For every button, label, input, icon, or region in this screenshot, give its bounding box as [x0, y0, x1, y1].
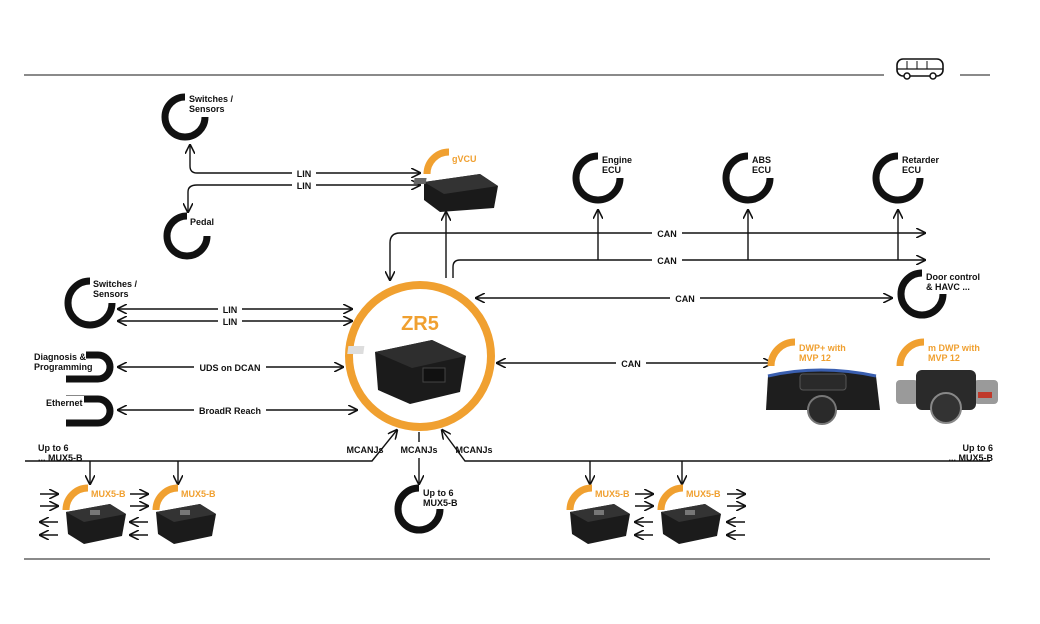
door-control-node: Door control& HAVC ...	[897, 269, 980, 319]
node-ring-icon	[566, 484, 593, 511]
lin-label: LIN	[223, 305, 238, 315]
switches-sensors-node-top: Switches /Sensors	[161, 93, 234, 141]
node-ring-icon	[423, 148, 450, 175]
can-label: CAN	[675, 294, 695, 304]
mux-device-icon	[570, 504, 630, 544]
node-label: MUX5-B	[686, 489, 721, 499]
node-label: Diagnosis &Programming	[34, 352, 93, 372]
hub-label: ZR5	[401, 313, 439, 335]
diagnosis-node: Diagnosis &Programming	[24, 351, 114, 383]
node-ring-icon	[161, 93, 209, 141]
node-label: Ethernet	[46, 398, 83, 408]
node-label: Switches /Sensors	[93, 279, 138, 299]
node-label: MUX5-B	[91, 489, 126, 499]
mux-module-left-2: MUX5-B	[152, 484, 216, 544]
node-label: Door control& HAVC ...	[926, 272, 980, 292]
node-ring-icon	[657, 484, 684, 511]
node-label: MUX5-B	[595, 489, 630, 499]
node-label: MUX5-B	[181, 489, 216, 499]
node-ring-icon	[872, 152, 924, 204]
mux-device-icon	[156, 504, 216, 544]
node-label: gVCU	[452, 154, 477, 164]
link-labels: LIN LIN CAN CAN CAN CAN LIN LIN UDS on D…	[194, 168, 700, 455]
ethernet-node: Ethernet	[40, 395, 114, 427]
mcanj-right-bus	[442, 430, 990, 462]
node-label: Pedal	[190, 217, 214, 227]
node-label: Up to 6... MUX5-B	[38, 443, 83, 463]
can-label: CAN	[657, 256, 677, 266]
node-label: Switches /Sensors	[189, 94, 234, 114]
lin-label: LIN	[297, 181, 312, 191]
mux-right-group-label: Up to 6... MUX5-B	[948, 443, 993, 463]
mux-right-io-arrows	[635, 494, 745, 535]
uds-label: UDS on DCAN	[200, 363, 261, 373]
mux-module-left-1: MUX5-B	[62, 484, 126, 544]
mcanjs-label-center: MCANJs	[400, 445, 437, 455]
lin-link-switches-gvcu	[190, 145, 420, 173]
node-ring-icon	[896, 338, 925, 367]
dashboard-icon	[896, 370, 998, 424]
mux-device-icon	[66, 504, 126, 544]
can-bus-lower	[452, 260, 925, 278]
mux-left-group-label: Up to 6... MUX5-B	[38, 443, 83, 463]
lin-label: LIN	[223, 317, 238, 327]
gvcu-device-icon	[413, 174, 498, 212]
mcanj-left-bus	[25, 430, 397, 462]
node-ring-icon	[897, 269, 947, 319]
bus-icon	[896, 58, 944, 80]
can-bus-upper	[390, 233, 925, 280]
node-ring-icon	[767, 338, 796, 367]
connector-icon	[66, 351, 114, 383]
mux-device-icon	[661, 504, 721, 544]
mux-module-right-2: MUX5-B	[657, 484, 721, 544]
node-ring-icon	[722, 152, 774, 204]
mux-module-right-1: MUX5-B	[566, 484, 630, 544]
zr5-hub: ZR5	[345, 281, 495, 431]
broadr-label: BroadR Reach	[199, 406, 261, 416]
mcanjs-label-left: MCANJs	[346, 445, 383, 455]
gvcu-node: gVCU	[413, 148, 498, 212]
node-ring-icon	[394, 484, 444, 534]
connector-icon	[66, 395, 114, 427]
node-label: Up to 6... MUX5-B	[948, 443, 993, 463]
node-ring-icon	[152, 484, 179, 511]
node-ring-icon	[64, 277, 116, 329]
node-ring-icon	[62, 484, 89, 511]
mcanjs-label-right: MCANJs	[455, 445, 492, 455]
lin-link-gvcu-pedal	[188, 185, 420, 212]
zr5-device-icon	[347, 340, 466, 404]
lin-label: LIN	[297, 169, 312, 179]
switches-sensors-node-left: Switches /Sensors	[64, 277, 138, 329]
can-label: CAN	[657, 229, 677, 239]
mux-left-io-arrows	[40, 494, 148, 535]
pedal-node: Pedal	[163, 212, 214, 260]
node-ring-icon	[163, 212, 211, 260]
can-label: CAN	[621, 359, 641, 369]
dashboard-icon	[766, 368, 880, 425]
node-ring-icon	[572, 152, 624, 204]
